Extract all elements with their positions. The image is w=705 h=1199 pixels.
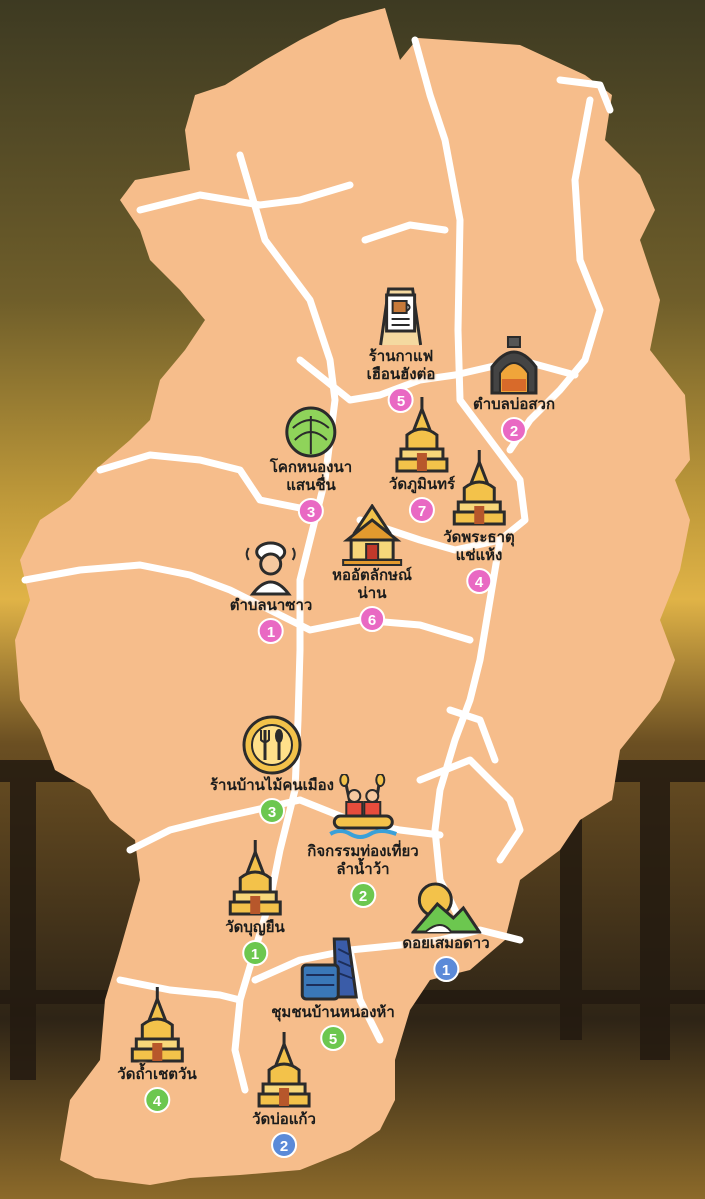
place-number-badge: 3 bbox=[297, 498, 324, 524]
place-number-badge: 3 bbox=[259, 798, 285, 824]
place-number-badge: 1 bbox=[258, 618, 284, 644]
plate-cutlery-icon bbox=[242, 715, 302, 775]
place-label-line-1: วัดพระธาตุ bbox=[443, 528, 515, 546]
place-tham[interactable]: วัดถ้ำเชตวัน 4 bbox=[117, 985, 197, 1113]
place-label-line-2: น่าน bbox=[357, 584, 387, 602]
rafting-icon bbox=[328, 774, 397, 839]
place-label-line-1: วัดภูมินทร์ bbox=[388, 475, 456, 493]
thai-pavilion-icon bbox=[341, 504, 402, 566]
place-bokaew[interactable]: วัดบ่อแก้ว 2 bbox=[252, 1030, 316, 1158]
place-nongha[interactable]: ชุมชนบ้านหนองห้า 5 bbox=[271, 935, 395, 1051]
cafe-sign-icon bbox=[379, 287, 423, 346]
place-phrathat[interactable]: วัดพระธาตุ แช่แห้ง 4 bbox=[443, 448, 515, 594]
place-label-line-1: วัดบุญยืน bbox=[225, 918, 285, 936]
place-label-line-1: ตำบลนาซาว bbox=[229, 596, 313, 614]
place-number-badge: 6 bbox=[358, 606, 385, 632]
place-bosuak[interactable]: ตำบลบ่อสวก 2 bbox=[473, 335, 555, 443]
stupa-icon bbox=[130, 987, 184, 1063]
place-label-line-2: ลำน้ำว้า bbox=[336, 860, 390, 878]
place-cabbage[interactable]: โคกหนองนา แสนชื่น 3 bbox=[270, 402, 352, 524]
place-number-badge: 5 bbox=[320, 1025, 346, 1051]
mountain-sunrise-icon bbox=[411, 882, 481, 934]
place-label-line-2: แช่แห้ง bbox=[455, 546, 503, 564]
place-label-line-1: หออัตลักษณ์ bbox=[332, 566, 412, 584]
stupa-icon bbox=[228, 840, 282, 916]
place-label-line-1: ดอยเสมอดาว bbox=[402, 934, 490, 952]
place-cafe[interactable]: ร้านกาแฟ เฮือนฮังต่อ 5 bbox=[366, 285, 436, 413]
place-doi[interactable]: ดอยเสมอดาว 1 bbox=[402, 878, 490, 982]
place-label-line-1: ชุมชนบ้านหนองห้า bbox=[271, 1003, 395, 1021]
place-number-badge: 1 bbox=[433, 956, 459, 982]
place-label-line-1: วัดบ่อแก้ว bbox=[252, 1110, 316, 1128]
place-label-line-1: ร้านบ้านไม้คนเมือง bbox=[210, 776, 334, 794]
place-label-line-1: วัดถ้ำเชตวัน bbox=[117, 1065, 197, 1083]
place-nasao[interactable]: ตำบลนาซาว 1 bbox=[229, 540, 313, 644]
kiln-oven-icon bbox=[490, 336, 538, 395]
place-number-badge: 2 bbox=[500, 417, 527, 443]
place-label-line-1: โคกหนองนา bbox=[269, 458, 353, 476]
spa-person-icon bbox=[246, 541, 296, 596]
place-rafting[interactable]: กิจกรรมท่องเที่ยว ลำน้ำว้า 2 bbox=[307, 774, 419, 908]
province-land bbox=[15, 8, 690, 1185]
textile-weaving-icon bbox=[300, 937, 358, 1001]
stupa-icon bbox=[257, 1032, 311, 1108]
place-label-line-2: เฮือนฮังต่อ bbox=[366, 365, 436, 383]
place-number-badge: 4 bbox=[144, 1087, 170, 1113]
place-phumin[interactable]: วัดภูมินทร์ 7 bbox=[389, 395, 455, 523]
place-number-badge: 5 bbox=[388, 387, 414, 413]
stupa-icon bbox=[452, 450, 506, 526]
place-number-badge: 1 bbox=[241, 940, 268, 966]
place-label-line-1: กิจกรรมท่องเที่ยว bbox=[307, 842, 419, 860]
stupa-icon bbox=[395, 397, 449, 473]
place-museum[interactable]: หออัตลักษณ์ น่าน 6 bbox=[332, 504, 412, 632]
place-restaurant[interactable]: ร้านบ้านไม้คนเมือง 3 bbox=[210, 714, 334, 824]
place-label-line-2: แสนชื่น bbox=[286, 476, 336, 494]
place-number-badge: 2 bbox=[350, 882, 376, 908]
place-label-line-1: ร้านกาแฟ bbox=[368, 347, 434, 365]
place-number-badge: 4 bbox=[465, 568, 492, 594]
place-bunyuen[interactable]: วัดบุญยืน 1 bbox=[225, 838, 285, 966]
place-number-badge: 2 bbox=[271, 1132, 297, 1158]
place-number-badge: 7 bbox=[408, 497, 435, 523]
place-label-line-1: ตำบลบ่อสวก bbox=[472, 395, 556, 413]
cabbage-icon bbox=[285, 406, 337, 458]
